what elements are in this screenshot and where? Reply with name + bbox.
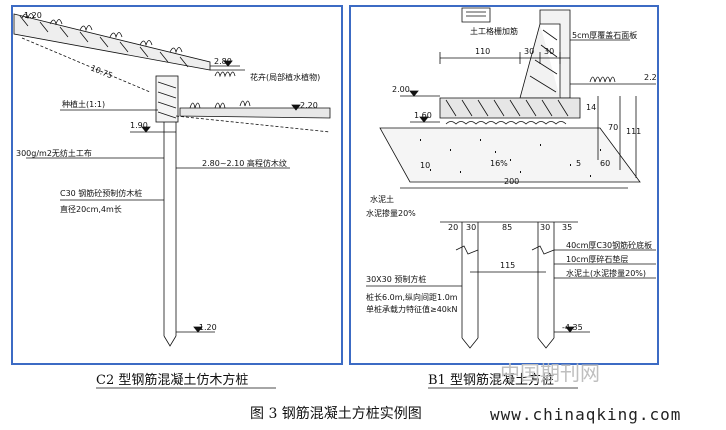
right-label-d85: 85 (502, 223, 512, 232)
watermark-url: www.chinaqking.com (490, 405, 681, 424)
left-right-grass (189, 100, 251, 109)
right-label-d20: 20 (448, 223, 458, 232)
right-stone-grass (589, 76, 616, 83)
right-label-d60: 60 (600, 159, 610, 168)
left-label-grass: 花卉(局部植水植物) (250, 72, 320, 82)
right-wall-hatch (529, 29, 558, 93)
left-label-elev-220: 2.20 (300, 101, 318, 110)
left-slope-dim (21, 37, 151, 93)
left-elev-marker-220 (291, 104, 301, 111)
left-label-pile-depth: 2.80~2.10 高程仿木纹 (202, 158, 287, 168)
right-label-elev-22: 2.2 (644, 73, 657, 82)
right-pile-break1 (455, 245, 479, 255)
right-label-pile-len: 桩长6.0m,纵向间距1.0m (366, 292, 458, 302)
left-label-elev-190: 1.90 (130, 121, 148, 130)
right-panel-title: B1 型钢筋混凝土方桩 (428, 372, 554, 388)
right-label-d16: 16% (490, 159, 508, 168)
right-label-d70: 70 (608, 123, 618, 132)
right-label-cement-ratio: 水泥掺量20% (366, 208, 416, 218)
right-label-cement: 水泥土 (370, 194, 394, 204)
left-label-planting: 种植土(1:1) (62, 99, 105, 109)
right-label-stone: 5cm厚覆盖石面板 (572, 30, 637, 40)
left-elev-marker-190 (141, 126, 151, 133)
right-label-d35: 35 (562, 223, 572, 232)
right-label-d30c: 30 (466, 223, 476, 232)
right-label-d10: 10 (420, 161, 430, 170)
left-label-bottom: -1.20 (196, 323, 217, 332)
right-wall-top (461, 7, 491, 23)
right-label-layer2: 10cm厚碎石垫层 (566, 254, 628, 264)
left-slope-vegetation (21, 13, 183, 54)
left-pile-head (155, 75, 179, 123)
right-gravel-layer (445, 121, 567, 125)
left-labels: 1.20 10.75 2.80 花卉(局部植水植物) 种植土(1:1) 2.20… (16, 11, 320, 332)
right-label-layer1: 40cm厚C30钢筋砼底板 (566, 240, 652, 250)
left-slope-down (175, 115, 331, 133)
left-right-ground (179, 107, 331, 119)
left-label-geotextile: 300g/m2无纺土工布 (16, 148, 92, 158)
right-label-d5: 5 (576, 159, 581, 168)
right-label-d111: 111 (626, 127, 641, 136)
right-label-pile-sec: 30X30 预制方桩 (366, 274, 426, 284)
right-pile1-tip (461, 337, 479, 349)
right-label-d14: 14 (586, 103, 596, 112)
right-elev-marker-200 (409, 90, 419, 97)
right-label-elev-200: 2.00 (392, 85, 410, 94)
left-drawing (13, 13, 331, 347)
right-cement-dots (420, 139, 601, 177)
right-label-d115: 115 (500, 261, 515, 270)
figure-caption: 图 3 钢筋混凝土方桩实例图 (250, 405, 422, 422)
left-label-pile-spec: C30 钢筋砼预制仿木桩 (60, 188, 142, 198)
right-label-d30a: 30 (524, 47, 534, 56)
left-label-elev-280: 2.80 (214, 57, 232, 66)
right-slab (439, 97, 581, 119)
right-label-layer3: 水泥土(水泥掺量20%) (566, 268, 646, 278)
right-wall-lines (466, 11, 486, 17)
right-labels: 土工格栅加筋 110 30 30 5cm厚覆盖石面板 2.2 2.00 1.60… (366, 26, 657, 332)
left-label-slope-top: 1.20 (24, 11, 42, 20)
right-pile2-tip (537, 337, 555, 349)
right-label-top: 土工格栅加筋 (470, 26, 518, 36)
right-label-pile-load: 单桩承载力特征值≥40kN (366, 304, 458, 314)
right-panel-frame (349, 5, 659, 365)
watermark-cn: 中国期刊网 (500, 361, 600, 385)
left-panel-frame (11, 5, 343, 365)
right-label-d200: 200 (504, 177, 519, 186)
right-pile-break2 (531, 245, 555, 255)
left-label-pile-size: 直径20cm,4m长 (60, 204, 122, 214)
left-elev-marker-280 (223, 60, 233, 67)
left-pile-tip (163, 335, 177, 347)
left-slope-hatch (19, 15, 189, 68)
left-pile-head-hatch (157, 81, 177, 119)
left-berm-grass (214, 71, 236, 78)
right-elev-marker-bottom (565, 326, 575, 333)
right-label-d30d: 30 (540, 223, 550, 232)
right-label-bottom: -4.35 (562, 323, 583, 332)
left-slope-soil (13, 13, 211, 71)
right-cement-soil (379, 127, 641, 183)
right-elev-marker-160 (419, 116, 429, 123)
right-label-d110: 110 (475, 47, 490, 56)
right-label-elev-160: 1.60 (414, 111, 432, 120)
left-elev-marker-bottom (193, 326, 203, 333)
right-drawing (366, 7, 656, 349)
right-label-d30b: 30 (544, 47, 554, 56)
left-label-slope-len: 10.75 (89, 64, 114, 81)
left-panel-title: C2 型钢筋混凝土仿木方桩 (96, 372, 248, 388)
right-slab-hatch (445, 99, 569, 117)
